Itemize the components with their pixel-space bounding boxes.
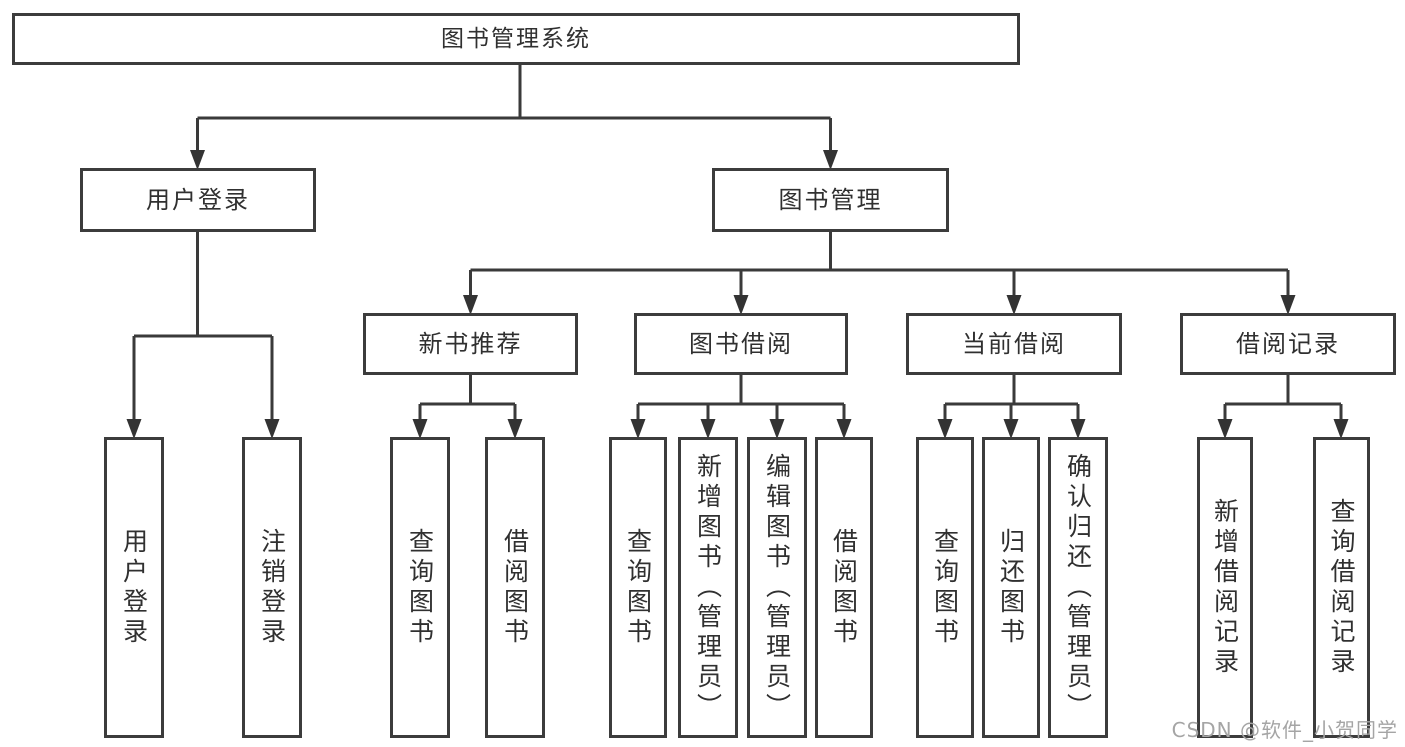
node-borrow-edit-books-admin: 编辑图书（管理员）: [747, 437, 807, 738]
node-user-login-action: 用户登录: [104, 437, 164, 738]
node-current-query-books: 查询图书: [916, 437, 974, 738]
node-book-management: 图书管理: [712, 168, 949, 232]
node-user-login: 用户登录: [80, 168, 316, 232]
node-book-borrow: 图书借阅: [634, 313, 848, 375]
node-borrow-add-books-admin: 新增图书（管理员）: [678, 437, 738, 738]
node-logout-action: 注销登录: [242, 437, 302, 738]
node-recommend-query-books: 查询图书: [390, 437, 450, 738]
node-current-confirm-return-admin: 确认归还（管理员）: [1048, 437, 1108, 738]
node-new-book-recommend: 新书推荐: [363, 313, 578, 375]
node-recommend-borrow-books: 借阅图书: [485, 437, 545, 738]
node-records-add-record: 新增借阅记录: [1197, 437, 1253, 738]
node-current-borrow: 当前借阅: [906, 313, 1122, 375]
node-current-return-books: 归还图书: [982, 437, 1040, 738]
node-borrow-borrow-books: 借阅图书: [815, 437, 873, 738]
node-root-system: 图书管理系统: [12, 13, 1020, 65]
node-records-query-record: 查询借阅记录: [1313, 437, 1370, 738]
node-borrow-query-books: 查询图书: [609, 437, 667, 738]
csdn-watermark: CSDN @软件_小贺同学: [1171, 718, 1398, 742]
node-borrow-records: 借阅记录: [1180, 313, 1396, 375]
